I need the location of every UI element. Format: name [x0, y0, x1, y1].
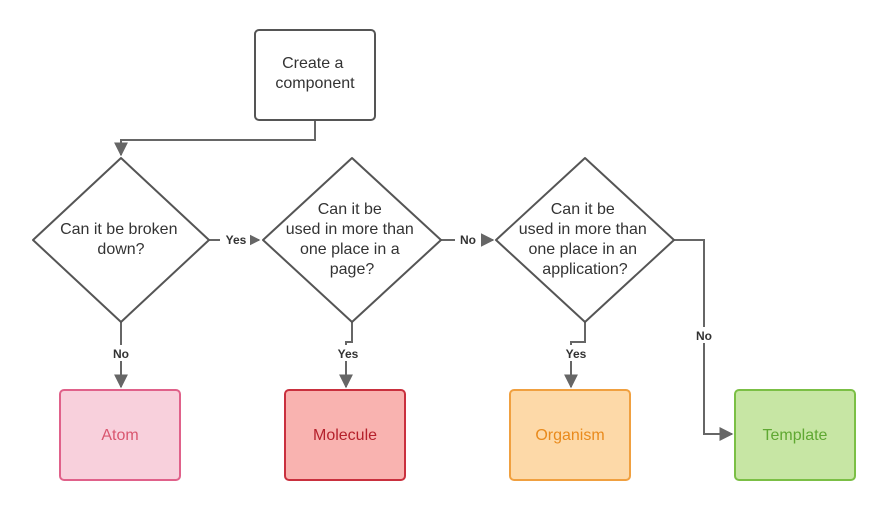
edge-label-bg — [561, 345, 591, 361]
edge-label-bg — [333, 345, 363, 361]
edge-label-yes: Yes — [226, 233, 247, 247]
edge-label-yes: Yes — [338, 347, 359, 361]
decision-line: Can it be broken — [60, 221, 177, 238]
svg-text:Can it be used in more t: Can it be used in more than one place in… — [286, 201, 419, 278]
svg-text:Can it be broken down?: Can it be broken down? — [60, 221, 182, 258]
edge-label-no: No — [460, 233, 476, 247]
result-molecule: Molecule — [284, 389, 406, 481]
result-label: Molecule — [313, 427, 377, 444]
result-atom: Atom — [59, 389, 181, 481]
result-template: Template — [734, 389, 856, 481]
decision-line: used in more than — [519, 221, 647, 238]
edge-start-to-breakdown-decision — [114, 120, 316, 157]
edge-label-no: No — [696, 329, 712, 343]
decision-breakdown: Can it be broken down? — [32, 157, 210, 323]
edge-label-bg — [220, 231, 250, 247]
start-node: Create a component — [254, 29, 376, 121]
decision-line: one place in a — [300, 241, 400, 258]
result-label: Organism — [535, 427, 604, 444]
decision-page-reuse: Can it be used in more than one place in… — [262, 157, 442, 323]
result-organism: Organism — [509, 389, 631, 481]
edge-label-no: No — [113, 347, 129, 361]
svg-text:Create a component: Create a component — [275, 55, 355, 92]
start-node-line: Create a — [282, 55, 343, 72]
decision-line: Can it be — [551, 201, 615, 218]
decision-line: used in more than — [286, 221, 414, 238]
result-label: Template — [763, 427, 828, 444]
start-node-line: component — [275, 75, 355, 92]
svg-text:Can it be used in more t: Can it be used in more than one place in… — [519, 201, 652, 278]
edge-page-to-molecule — [339, 321, 353, 389]
edge-label-bg — [108, 345, 134, 361]
decision-line: down? — [97, 241, 144, 258]
decision-application-reuse: Can it be used in more than one place in… — [495, 157, 675, 323]
decision-line: one place in an — [529, 241, 638, 258]
edge-application-to-organism — [564, 321, 586, 389]
decision-line: Can it be — [318, 201, 382, 218]
result-label: Atom — [101, 427, 138, 444]
decision-line: application? — [542, 261, 628, 278]
edge-label-bg — [455, 231, 481, 247]
edge-label-bg — [691, 327, 717, 343]
edge-label-yes: Yes — [566, 347, 587, 361]
decision-line: page? — [330, 261, 375, 278]
